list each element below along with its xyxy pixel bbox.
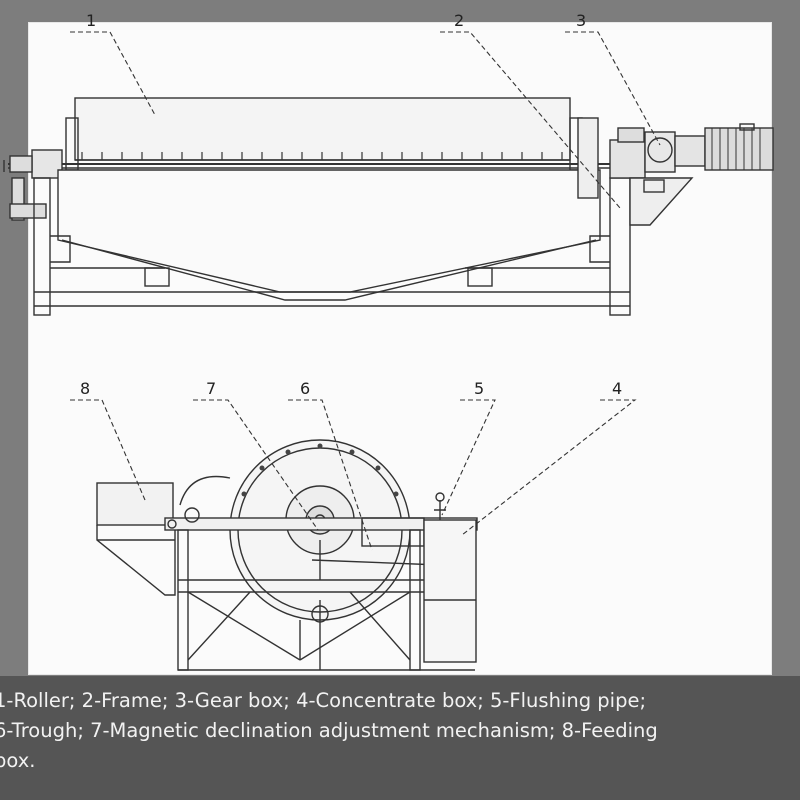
leader-6 (288, 399, 373, 551)
lower-frame (177, 529, 475, 671)
callout-6: 6 (300, 379, 310, 398)
callout-2: 2 (454, 11, 464, 30)
leader-4 (461, 399, 637, 536)
motor (704, 127, 774, 171)
callout-4: 4 (612, 379, 622, 398)
roller-drum (74, 97, 571, 161)
right-frame-leg (609, 177, 631, 316)
figure-caption: 1-Roller; 2-Frame; 3-Gear box; 4-Concent… (0, 676, 800, 800)
gear-box-assembly (609, 123, 774, 226)
leader-3 (565, 31, 661, 146)
roller-bolt-row (81, 152, 563, 160)
tank-body (57, 169, 601, 293)
callout-7: 7 (206, 379, 216, 398)
caption-line-3: box. (0, 749, 36, 772)
caption-line-1: 1-Roller; 2-Frame; 3-Gear box; 4-Concent… (0, 689, 647, 712)
leader-1 (70, 31, 156, 116)
bottom-end-view (96, 439, 478, 671)
top-elevation-view (3, 97, 774, 316)
callout-1: 1 (86, 11, 96, 30)
callout-leaders (70, 31, 661, 551)
callout-3: 3 (576, 11, 586, 30)
left-frame-leg (33, 177, 51, 316)
concentrate-box (423, 519, 477, 663)
leader-8 (70, 399, 146, 501)
callout-5: 5 (474, 379, 484, 398)
left-clamp (184, 507, 200, 523)
leader-7 (193, 399, 319, 531)
callout-8: 8 (80, 379, 90, 398)
leader-5 (441, 399, 496, 516)
leader-2 (440, 31, 621, 209)
technical-drawing: 1 2 3 4 5 6 7 8 (3, 11, 774, 671)
caption-line-2: 6-Trough; 7-Magnetic declination adjustm… (0, 719, 658, 742)
feeding-box (96, 482, 174, 526)
